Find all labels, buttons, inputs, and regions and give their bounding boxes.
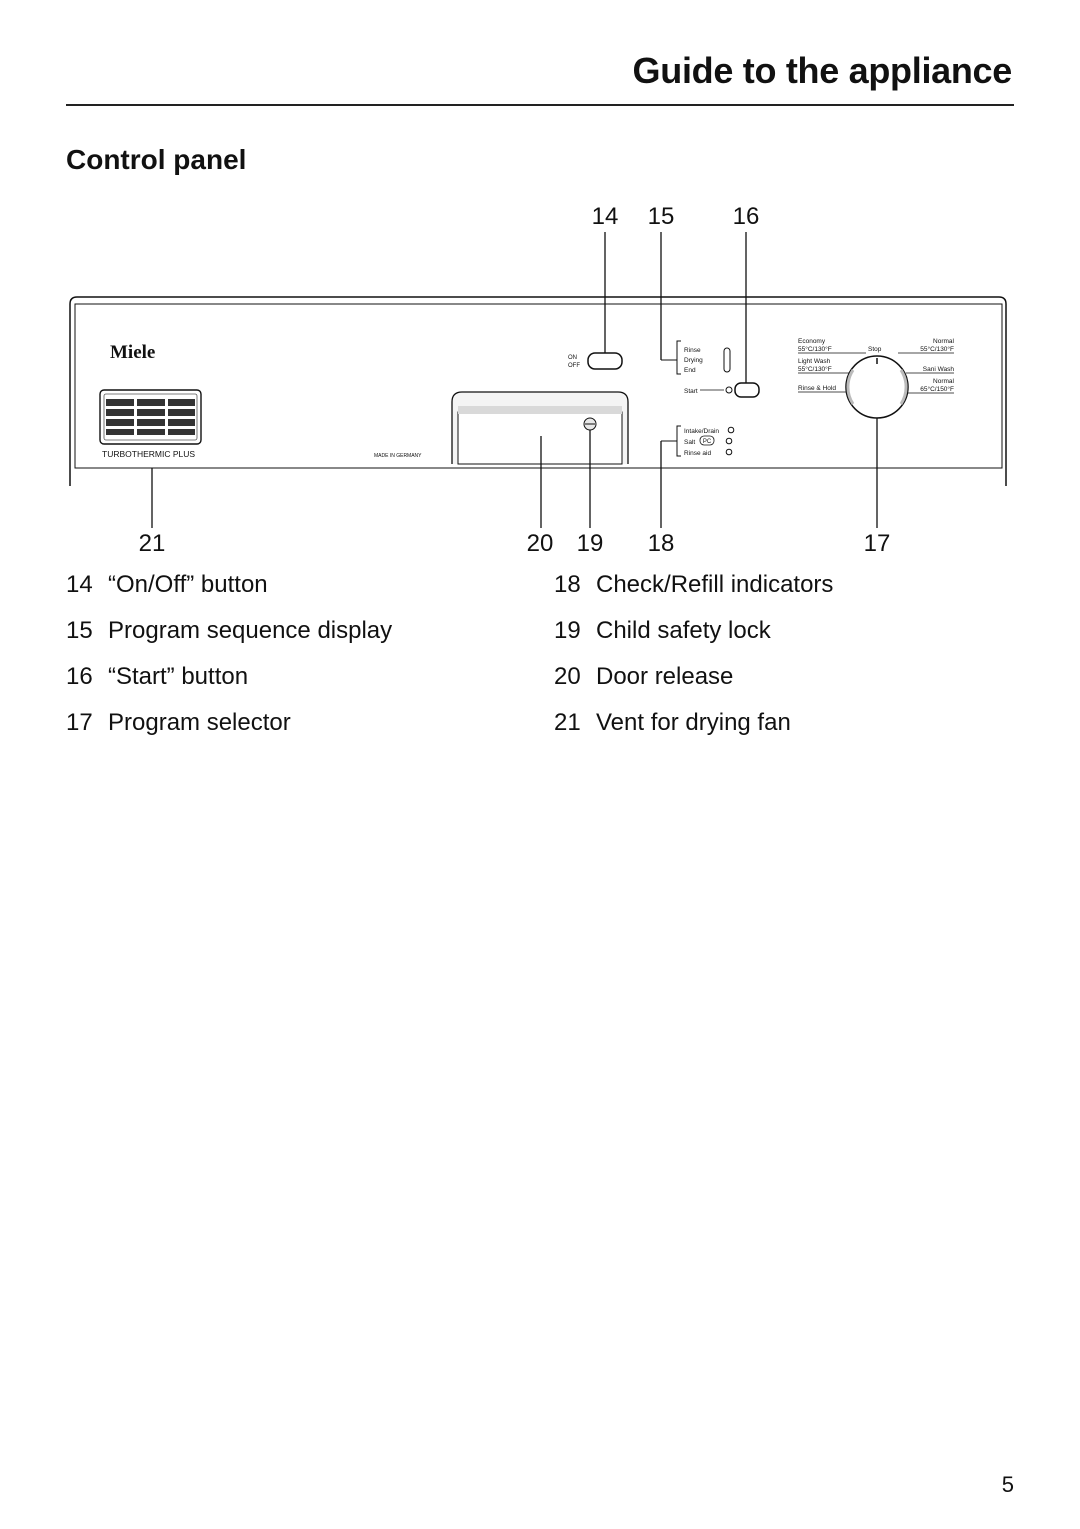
legend-number: 19	[554, 617, 581, 644]
legend-item: 21 Vent for drying fan	[554, 700, 833, 746]
legend-left: 14 “On/Off” button 15 Program sequence dis…	[66, 562, 392, 746]
salt-badge-frame	[699, 435, 715, 446]
legend-number: 15	[66, 617, 93, 644]
header-rule	[66, 104, 1014, 106]
legend-item: 14 “On/Off” button	[66, 562, 392, 608]
sequence-rinse: Rinse	[684, 347, 701, 354]
panel-outline	[69, 296, 1007, 486]
sequence-indicator	[723, 347, 731, 373]
program-selector-knob[interactable]	[845, 355, 909, 419]
legend-number: 21	[554, 709, 581, 736]
program-normal-1: Normal	[933, 338, 955, 345]
legend-number: 16	[66, 663, 93, 690]
callout-21: 21	[139, 530, 166, 557]
legend-text: Child safety lock	[596, 617, 771, 644]
on-off-button[interactable]	[587, 352, 623, 370]
legend-right: 18 Check/Refill indicators 19 Child safety…	[554, 562, 833, 746]
legend-text: Program sequence display	[108, 617, 393, 644]
program-light-wash: Light Wash	[798, 358, 831, 365]
made-in-label: MADE IN GERMANY	[374, 453, 422, 459]
door-handle	[451, 391, 629, 465]
sequence-bracket	[676, 340, 681, 375]
drying-fan-vent	[99, 389, 202, 445]
legend-text: “On/Off” button	[108, 571, 268, 598]
program-economy: Economy	[798, 338, 826, 345]
callout-17: 17	[864, 530, 891, 557]
program-sani-wash: Sani Wash	[923, 366, 955, 373]
off-label: OFF	[568, 363, 580, 369]
start-indicator-lamp	[725, 386, 733, 394]
program-normal-1-temp: 55°C/130°F	[920, 345, 954, 353]
legend-number: 18	[554, 571, 581, 598]
rinse-aid-lamp	[725, 448, 733, 456]
chapter-title: Guide to the appliance	[632, 50, 1013, 91]
start-button[interactable]	[734, 382, 760, 398]
model-label: TURBOTHERMIC PLUS	[102, 449, 195, 459]
indicator-salt: Salt	[684, 439, 695, 446]
legend-item: 16 “Start” button	[66, 654, 392, 700]
legend-text: “Start” button	[108, 663, 249, 690]
program-light-wash-temp: 55°C/130°F	[798, 365, 832, 373]
sequence-drying: Drying	[684, 357, 703, 364]
salt-badge: PC	[703, 439, 712, 445]
program-normal-2-temp: 65°C/150°F	[920, 385, 954, 393]
callout-19: 19	[577, 530, 604, 557]
legend-text: Door release	[596, 663, 734, 690]
program-normal-2: Normal	[933, 378, 955, 385]
intake-drain-lamp	[727, 426, 735, 434]
indicators-bracket	[676, 425, 681, 457]
page-number: 5	[1001, 1472, 1014, 1497]
callout-20: 20	[527, 530, 554, 557]
callout-16: 16	[733, 203, 760, 230]
legend-item: 17 Program selector	[66, 700, 392, 746]
on-label: ON	[568, 355, 577, 361]
legend-item: 18 Check/Refill indicators	[554, 562, 833, 608]
legend-item: 19 Child safety lock	[554, 608, 833, 654]
legend-item: 15 Program sequence display	[66, 608, 392, 654]
legend-number: 20	[554, 663, 581, 690]
control-panel-diagram: 14 15 16 Miele TURBOTHERMIC PLUS MADE IN…	[69, 203, 1007, 557]
legend-text: Program selector	[108, 709, 291, 736]
program-stop: Stop	[868, 346, 882, 353]
indicator-intake-drain: Intake/Drain	[684, 428, 719, 435]
panel-inner	[74, 303, 1003, 469]
salt-lamp	[725, 437, 733, 445]
program-rinse-hold: Rinse & Hold	[798, 385, 836, 392]
indicator-rinse-aid: Rinse aid	[684, 450, 711, 457]
callout-18: 18	[648, 530, 675, 557]
legend-number: 14	[66, 571, 93, 598]
program-economy-temp: 55°C/130°F	[798, 345, 832, 353]
legend-text: Check/Refill indicators	[596, 571, 834, 598]
callout-14: 14	[592, 203, 619, 230]
start-label: Start	[684, 388, 698, 395]
sequence-end: End	[684, 367, 696, 374]
section-title: Control panel	[66, 144, 247, 175]
callout-15: 15	[648, 203, 675, 230]
legend-number: 17	[66, 709, 93, 736]
brand-logo: Miele	[110, 342, 155, 363]
legend-item: 20 Door release	[554, 654, 833, 700]
legend-text: Vent for drying fan	[596, 709, 791, 736]
